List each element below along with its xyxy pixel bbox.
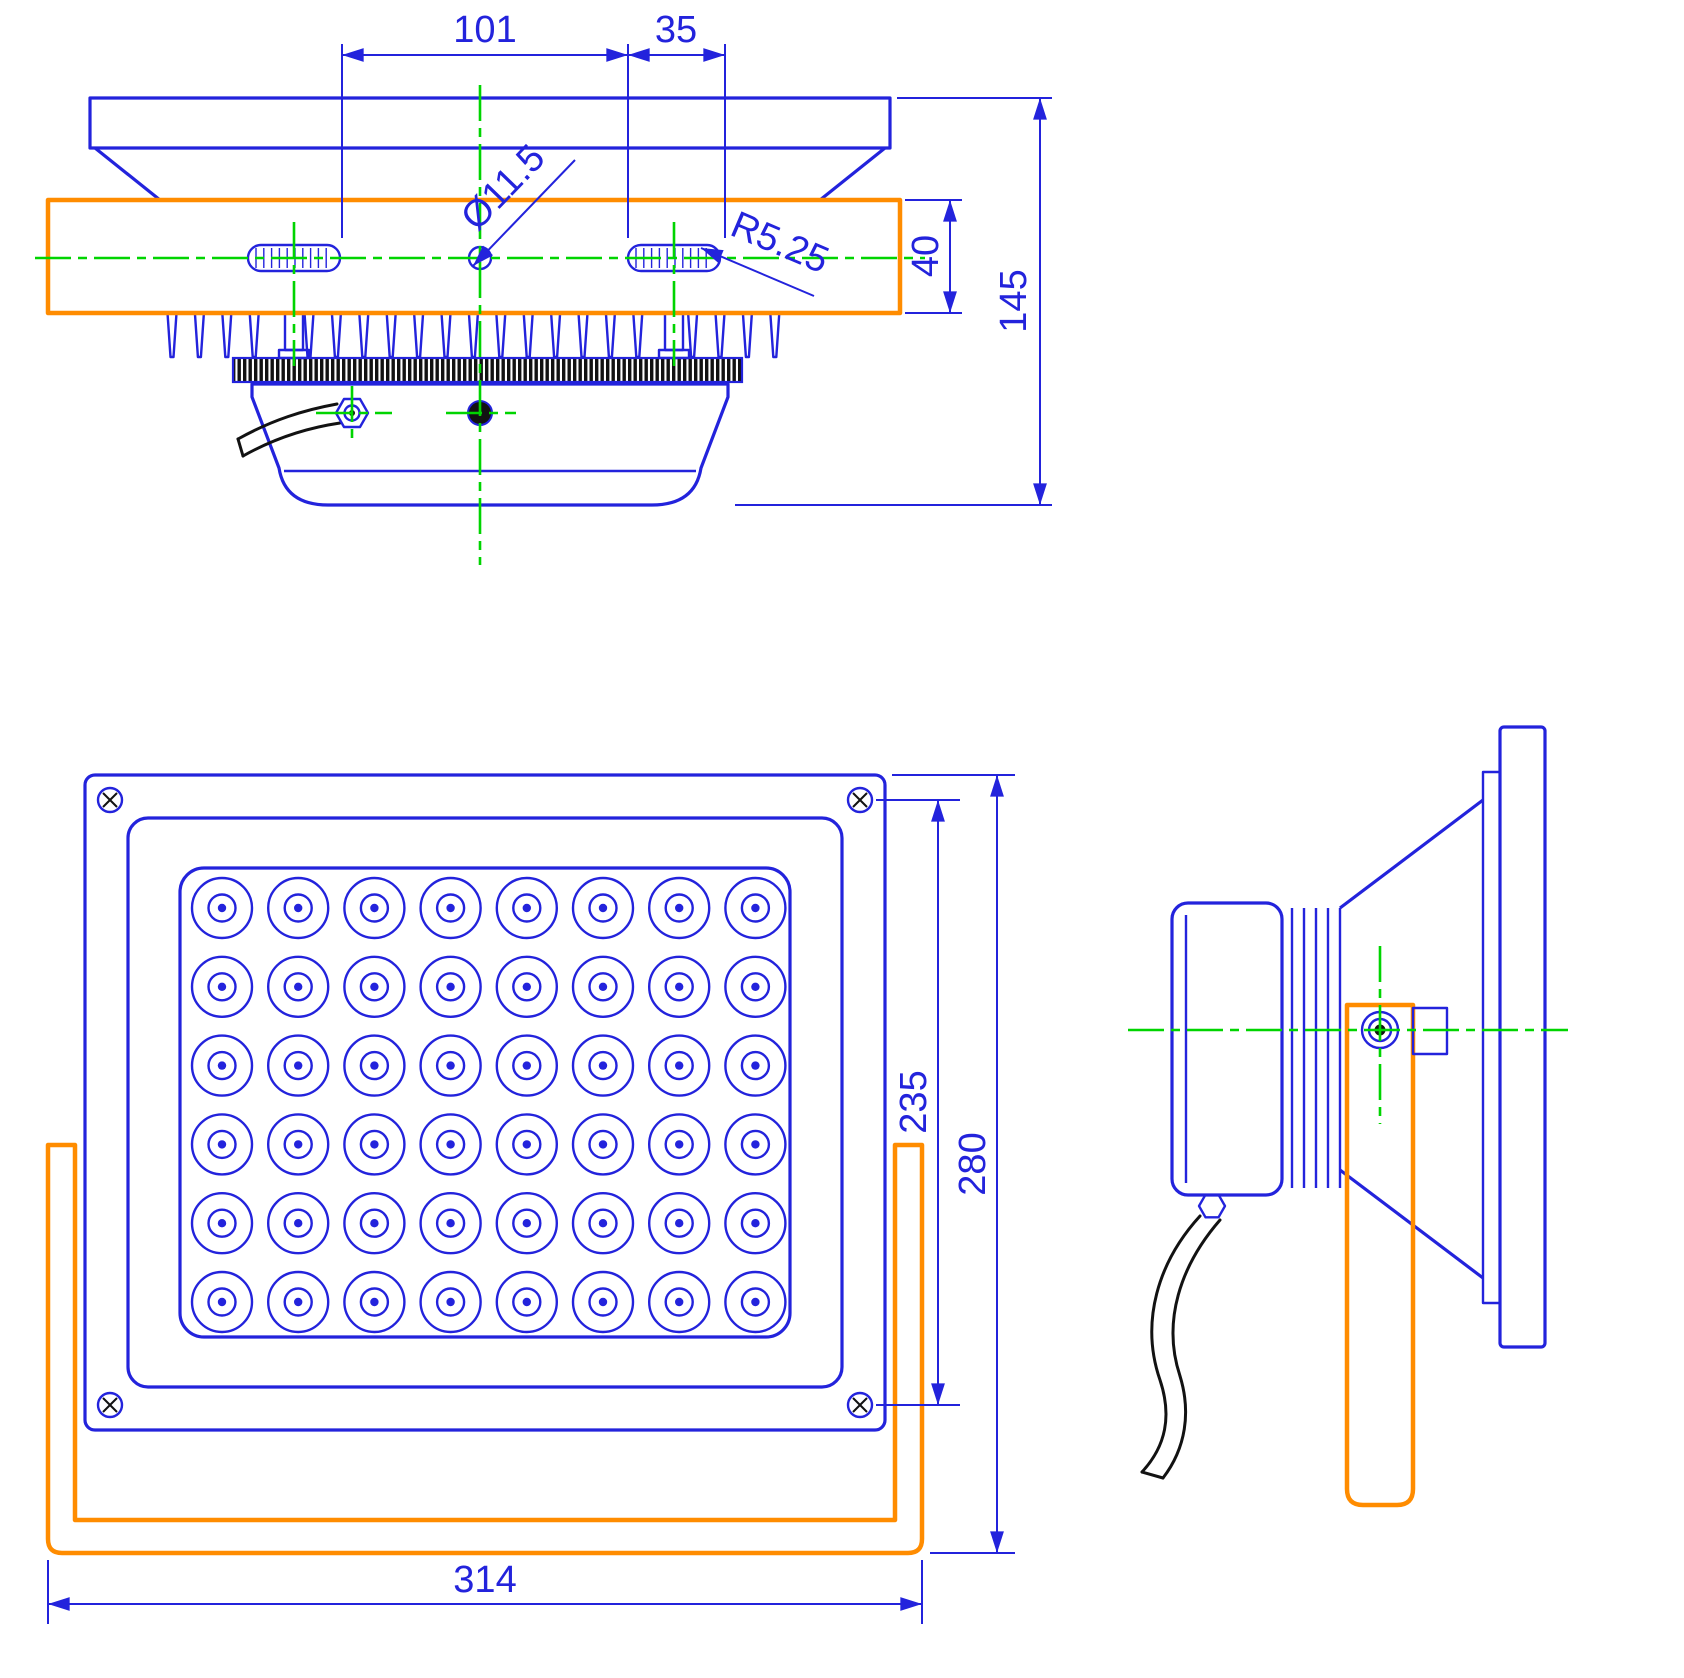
dim-101: [341, 44, 629, 238]
dim-35-label: 35: [655, 9, 697, 51]
dim-235-label: 235: [893, 1070, 935, 1133]
side-centerlines: [1128, 946, 1568, 1124]
dim-radius-leader: [700, 247, 815, 297]
mounting-bracket: [45, 1142, 925, 1556]
corner-screw-top-right: [846, 786, 874, 814]
dim-diameter-leader: [472, 159, 576, 267]
dim-40: [905, 199, 962, 314]
side-bracket-arm: [1344, 1002, 1416, 1508]
side-cable-gland: [1197, 1193, 1227, 1219]
front-outer-frame: [83, 773, 887, 1432]
corner-screw-bottom-right: [846, 1391, 874, 1419]
side-rear-box: [1170, 901, 1284, 1197]
side-view: [1128, 725, 1568, 1508]
dim-diameter-label: Ø11.5: [453, 137, 553, 239]
dim-235: [876, 799, 960, 1406]
corner-screw-top-left: [96, 786, 124, 814]
dim-101-label: 101: [453, 9, 516, 51]
dim-280: [892, 774, 1015, 1554]
dim-314: [47, 1560, 923, 1624]
front-view: 235 280 314: [45, 773, 1015, 1624]
led-grid: [190, 876, 787, 1334]
side-heatsink-fins: [1290, 908, 1342, 1188]
dim-radius-label: R5.25: [725, 204, 835, 282]
dim-35: [628, 44, 726, 238]
top-view: 101 35 Ø11.5 R5.25 40: [35, 9, 1052, 565]
top-centerlines: [35, 85, 925, 565]
side-bezel: [1481, 770, 1502, 1305]
power-cable: [236, 402, 342, 458]
side-power-cable: [1140, 1214, 1222, 1480]
dim-145: [735, 97, 1052, 506]
mounting-bracket-band: [45, 197, 903, 316]
side-front-frame: [1498, 725, 1547, 1349]
corner-screw-bottom-left: [96, 1391, 124, 1419]
dim-145-label: 145: [993, 269, 1035, 332]
dim-40-label: 40: [905, 235, 947, 277]
front-dimensions: 235 280 314: [47, 774, 1015, 1624]
junction-box: [250, 382, 730, 507]
led-plate-edge: [231, 356, 744, 384]
dim-314-label: 314: [453, 1559, 516, 1601]
housing-front-frame: [88, 96, 892, 202]
dim-280-label: 280: [952, 1132, 994, 1195]
